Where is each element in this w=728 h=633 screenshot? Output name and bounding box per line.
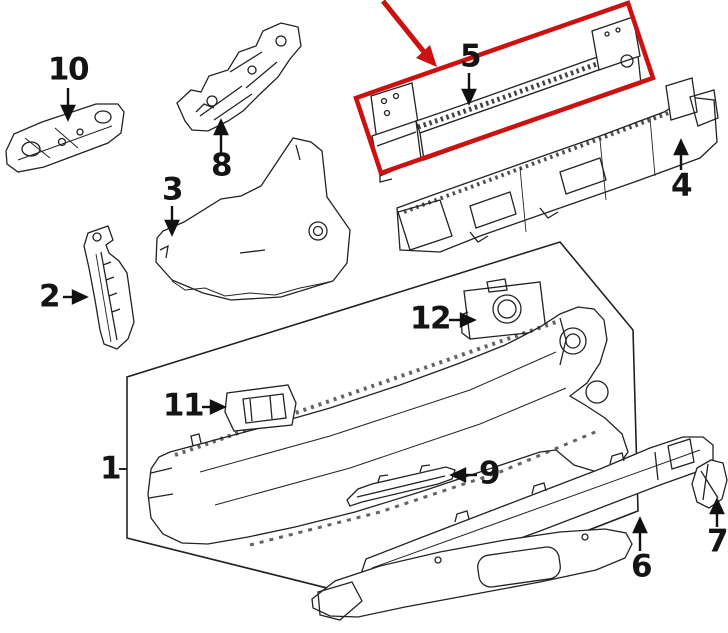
callout-8-label: 8 [210,147,233,184]
callout-6-label: 6 [630,548,653,585]
highlight-box [353,0,656,176]
part-3-drawing [155,137,351,301]
part-4-drawing [396,77,719,253]
callout-9-label: 9 [478,455,501,492]
callout-4-label: 4 [670,167,693,204]
part-1-drawing [147,306,629,547]
part-8-drawing [176,22,302,132]
highlight-arrow-head [416,45,437,67]
part-10-drawing [5,103,125,173]
callout-10-label: 10 [47,51,90,88]
assembly-box-outline [119,241,639,606]
part-11-drawing [224,384,297,432]
callout-7-label: 7 [706,523,728,560]
highlight-group [353,0,656,176]
callout-arrows [60,73,725,551]
part-2-drawing [83,225,135,350]
callout-11-label: 11 [162,387,205,424]
callout-5-label: 5 [459,38,482,75]
highlight-arrow-shaft [381,0,426,54]
callout-1-label: 1 [99,450,122,487]
part-7-drawing [691,459,728,509]
callout-2-label: 2 [38,278,61,315]
callout-12-label: 12 [409,300,452,337]
callout-3-label: 3 [161,171,184,208]
